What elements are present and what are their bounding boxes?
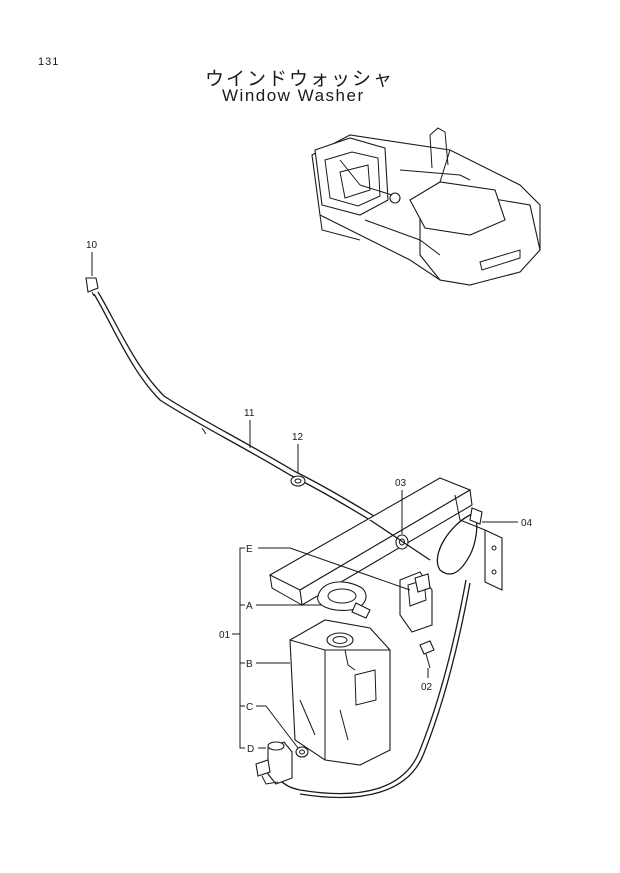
page-title-japanese: ウインドウォッシャ bbox=[205, 68, 395, 90]
callout-03: 03 bbox=[395, 478, 407, 489]
nozzle-part-10 bbox=[85, 277, 99, 297]
callout-A: A bbox=[246, 601, 253, 612]
grommet-part-C bbox=[295, 746, 309, 758]
callout-04: 04 bbox=[521, 518, 533, 529]
bolt-part-02 bbox=[419, 640, 435, 669]
washer-tank-part-B bbox=[289, 619, 391, 766]
page-title-english: Window Washer bbox=[222, 86, 365, 105]
callout-11: 11 bbox=[244, 408, 255, 419]
grommet-part-12 bbox=[290, 475, 306, 487]
callout-D: D bbox=[247, 744, 254, 755]
washer-pump-part-D bbox=[255, 741, 293, 785]
callout-10: 10 bbox=[86, 240, 98, 251]
tank-hoses bbox=[279, 519, 471, 799]
callout-12: 12 bbox=[292, 432, 304, 443]
bracket-part-E bbox=[399, 571, 433, 633]
callout-C: C bbox=[246, 702, 253, 713]
callout-01: 01 bbox=[219, 630, 231, 641]
clamp-part-04 bbox=[436, 507, 483, 575]
callout-02: 02 bbox=[421, 682, 433, 693]
page-number: 131 bbox=[38, 56, 60, 68]
mounting-frame bbox=[268, 477, 503, 606]
callout-B: B bbox=[246, 659, 253, 670]
washer-hose-part-11 bbox=[93, 291, 375, 521]
assembly-01-bracket bbox=[232, 547, 411, 749]
machine-overview-illustration bbox=[311, 127, 541, 286]
callout-E: E bbox=[246, 544, 253, 555]
tank-cap-part-A bbox=[317, 581, 371, 619]
